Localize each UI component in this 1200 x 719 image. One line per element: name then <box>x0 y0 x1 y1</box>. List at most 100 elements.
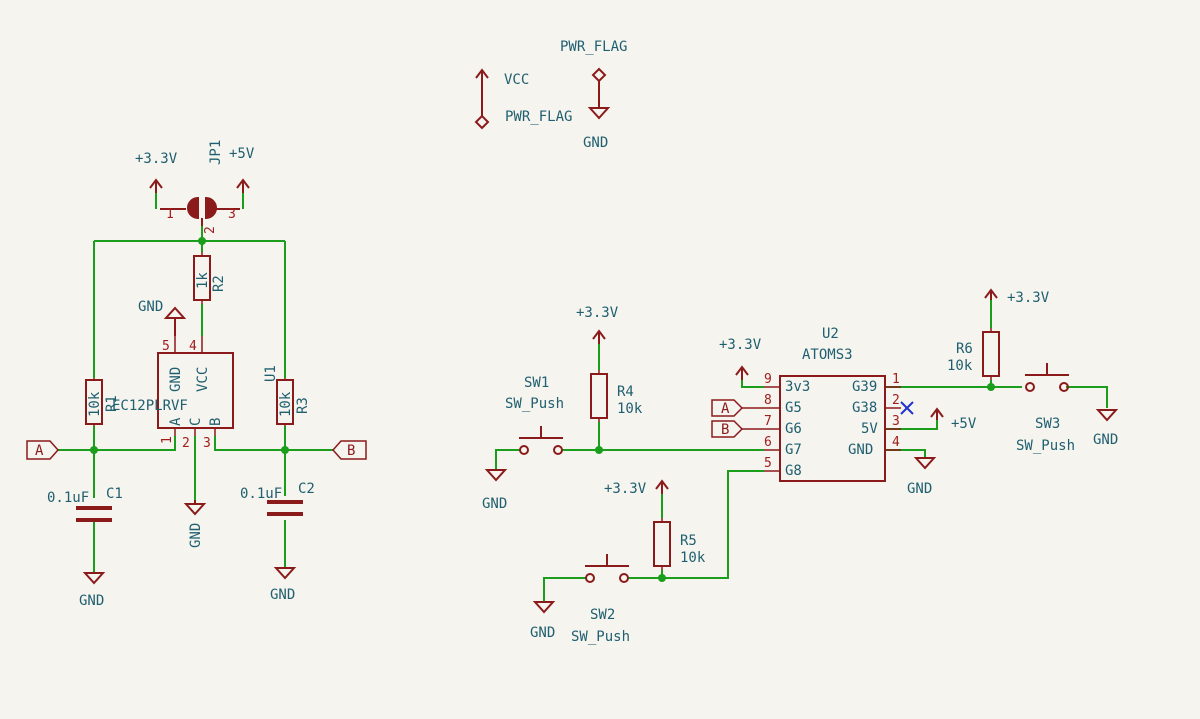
gnd-symbol-u1-bottom[interactable]: GND <box>183 500 207 548</box>
svg-text:GND: GND <box>583 135 608 151</box>
svg-text:10k: 10k <box>680 550 706 566</box>
resistor-r1[interactable]: 10k R1 <box>85 378 120 426</box>
svg-text:R4: R4 <box>617 384 634 400</box>
svg-text:+3.3V: +3.3V <box>576 305 619 321</box>
gnd-symbol-sw2[interactable]: GND <box>530 601 555 641</box>
svg-text:G8: G8 <box>785 463 802 479</box>
module-u2[interactable]: U2 ATOMS3 9 3v3 8 G5 7 G6 6 G7 5 G8 1 G3… <box>764 326 901 482</box>
svg-text:U2: U2 <box>822 326 839 342</box>
svg-text:GND: GND <box>907 481 932 497</box>
svg-text:GND: GND <box>188 523 204 548</box>
v33-power-symbol-r4[interactable]: +3.3V <box>576 305 619 344</box>
svg-text:R6: R6 <box>956 341 973 357</box>
resistor-r4[interactable]: R4 10k <box>590 370 643 422</box>
svg-text:PWR_FLAG: PWR_FLAG <box>560 39 627 55</box>
svg-text:6: 6 <box>764 435 772 450</box>
global-label-b[interactable]: B <box>331 440 367 460</box>
v5-power-symbol-u2[interactable]: +5V <box>930 407 977 432</box>
svg-text:GND: GND <box>79 593 104 609</box>
svg-text:GND: GND <box>482 496 507 512</box>
svg-text:10k: 10k <box>87 391 103 417</box>
global-label-b-u2[interactable]: B <box>711 420 744 438</box>
label-stubs <box>742 407 764 430</box>
gnd-symbol-sw1[interactable]: GND <box>482 469 507 512</box>
jumper-jp1[interactable]: JP1 1 3 2 <box>160 140 240 234</box>
junction-dot <box>658 574 666 582</box>
svg-text:3: 3 <box>203 436 211 451</box>
svg-text:1: 1 <box>160 436 175 444</box>
svg-text:R5: R5 <box>680 533 697 549</box>
svg-text:B: B <box>721 422 729 438</box>
svg-text:VCC: VCC <box>195 367 211 392</box>
gnd-symbol-u2[interactable]: GND <box>907 457 937 497</box>
svg-text:A: A <box>35 443 44 459</box>
svg-text:SW_Push: SW_Push <box>505 396 564 412</box>
svg-text:10k: 10k <box>617 401 643 417</box>
svg-text:3: 3 <box>892 414 900 429</box>
v33-power-symbol-r5[interactable]: +3.3V <box>604 479 669 497</box>
svg-text:R2: R2 <box>211 275 227 292</box>
gnd-symbol-c1[interactable]: GND <box>79 572 106 609</box>
svg-text:JP1: JP1 <box>208 140 224 165</box>
v33-power-symbol-u2[interactable]: +3.3V <box>719 337 762 380</box>
svg-text:+3.3V: +3.3V <box>719 337 762 353</box>
svg-text:+3.3V: +3.3V <box>135 151 178 167</box>
gnd-symbol-u1-top[interactable]: GND <box>138 299 187 336</box>
svg-text:R3: R3 <box>295 397 311 414</box>
global-label-a-u2[interactable]: A <box>711 399 744 417</box>
svg-text:2: 2 <box>203 226 218 234</box>
svg-text:SW3: SW3 <box>1035 416 1060 432</box>
svg-text:B: B <box>208 418 224 426</box>
svg-text:2: 2 <box>892 393 900 408</box>
v33-power-symbol-jp1[interactable]: +3.3V <box>135 151 178 193</box>
vcc-power-symbol[interactable]: VCC <box>475 68 529 112</box>
svg-text:10k: 10k <box>278 391 294 417</box>
svg-text:2: 2 <box>182 436 190 451</box>
gnd-symbol-top[interactable]: GND <box>583 84 611 151</box>
resistor-r2[interactable]: 1k R2 <box>193 252 227 304</box>
svg-text:GND: GND <box>270 587 295 603</box>
encoder-u1[interactable]: 5 4 GND VCC A C B 1 2 3 EC12PLRVF U1 <box>112 336 279 451</box>
global-label-a[interactable]: A <box>26 440 60 460</box>
svg-text:U1: U1 <box>263 365 279 382</box>
capacitor-c1[interactable]: 0.1uF C1 <box>47 486 123 522</box>
svg-text:4: 4 <box>892 435 900 450</box>
svg-text:G38: G38 <box>852 400 877 416</box>
pwr-flag-top[interactable]: PWR_FLAG <box>560 39 627 84</box>
svg-text:9: 9 <box>764 372 772 387</box>
svg-text:5V: 5V <box>861 421 878 437</box>
svg-text:C: C <box>188 418 204 426</box>
resistor-r6[interactable]: R6 10k <box>947 328 1000 380</box>
junctions <box>90 237 995 582</box>
svg-text:B: B <box>347 443 355 459</box>
svg-text:ATOMS3: ATOMS3 <box>802 347 853 363</box>
wires <box>58 193 1108 602</box>
switch-sw3[interactable]: SW3 SW_Push <box>1016 363 1075 454</box>
gnd-symbol-c2[interactable]: GND <box>270 567 297 603</box>
svg-text:SW1: SW1 <box>524 375 549 391</box>
svg-text:4: 4 <box>189 339 197 354</box>
junction-dot <box>198 237 206 245</box>
svg-text:10k: 10k <box>947 358 973 374</box>
svg-text:C2: C2 <box>298 481 315 497</box>
capacitor-c2[interactable]: 0.1uF C2 <box>240 481 315 516</box>
switch-sw2[interactable]: SW2 SW_Push <box>571 554 630 645</box>
resistor-r5[interactable]: R5 10k <box>653 518 706 570</box>
svg-text:SW_Push: SW_Push <box>1016 438 1075 454</box>
pwr-flag-left[interactable]: PWR_FLAG <box>474 109 572 130</box>
v5-power-symbol-jp1[interactable]: +5V <box>229 146 255 193</box>
svg-text:GND: GND <box>530 625 555 641</box>
svg-text:A: A <box>168 417 184 426</box>
no-connect-g38 <box>900 401 914 415</box>
svg-text:0.1uF: 0.1uF <box>47 490 89 506</box>
svg-text:GND: GND <box>848 442 873 458</box>
resistor-r3[interactable]: 10k R3 <box>276 378 311 426</box>
svg-text:GND: GND <box>138 299 163 315</box>
gnd-symbol-sw3[interactable]: GND <box>1093 409 1118 448</box>
switch-sw1[interactable]: SW1 SW_Push <box>505 375 564 455</box>
svg-text:1: 1 <box>892 372 900 387</box>
svg-text:R1: R1 <box>104 395 120 412</box>
svg-text:SW_Push: SW_Push <box>571 629 630 645</box>
v33-power-symbol-r6[interactable]: +3.3V <box>984 288 1050 306</box>
